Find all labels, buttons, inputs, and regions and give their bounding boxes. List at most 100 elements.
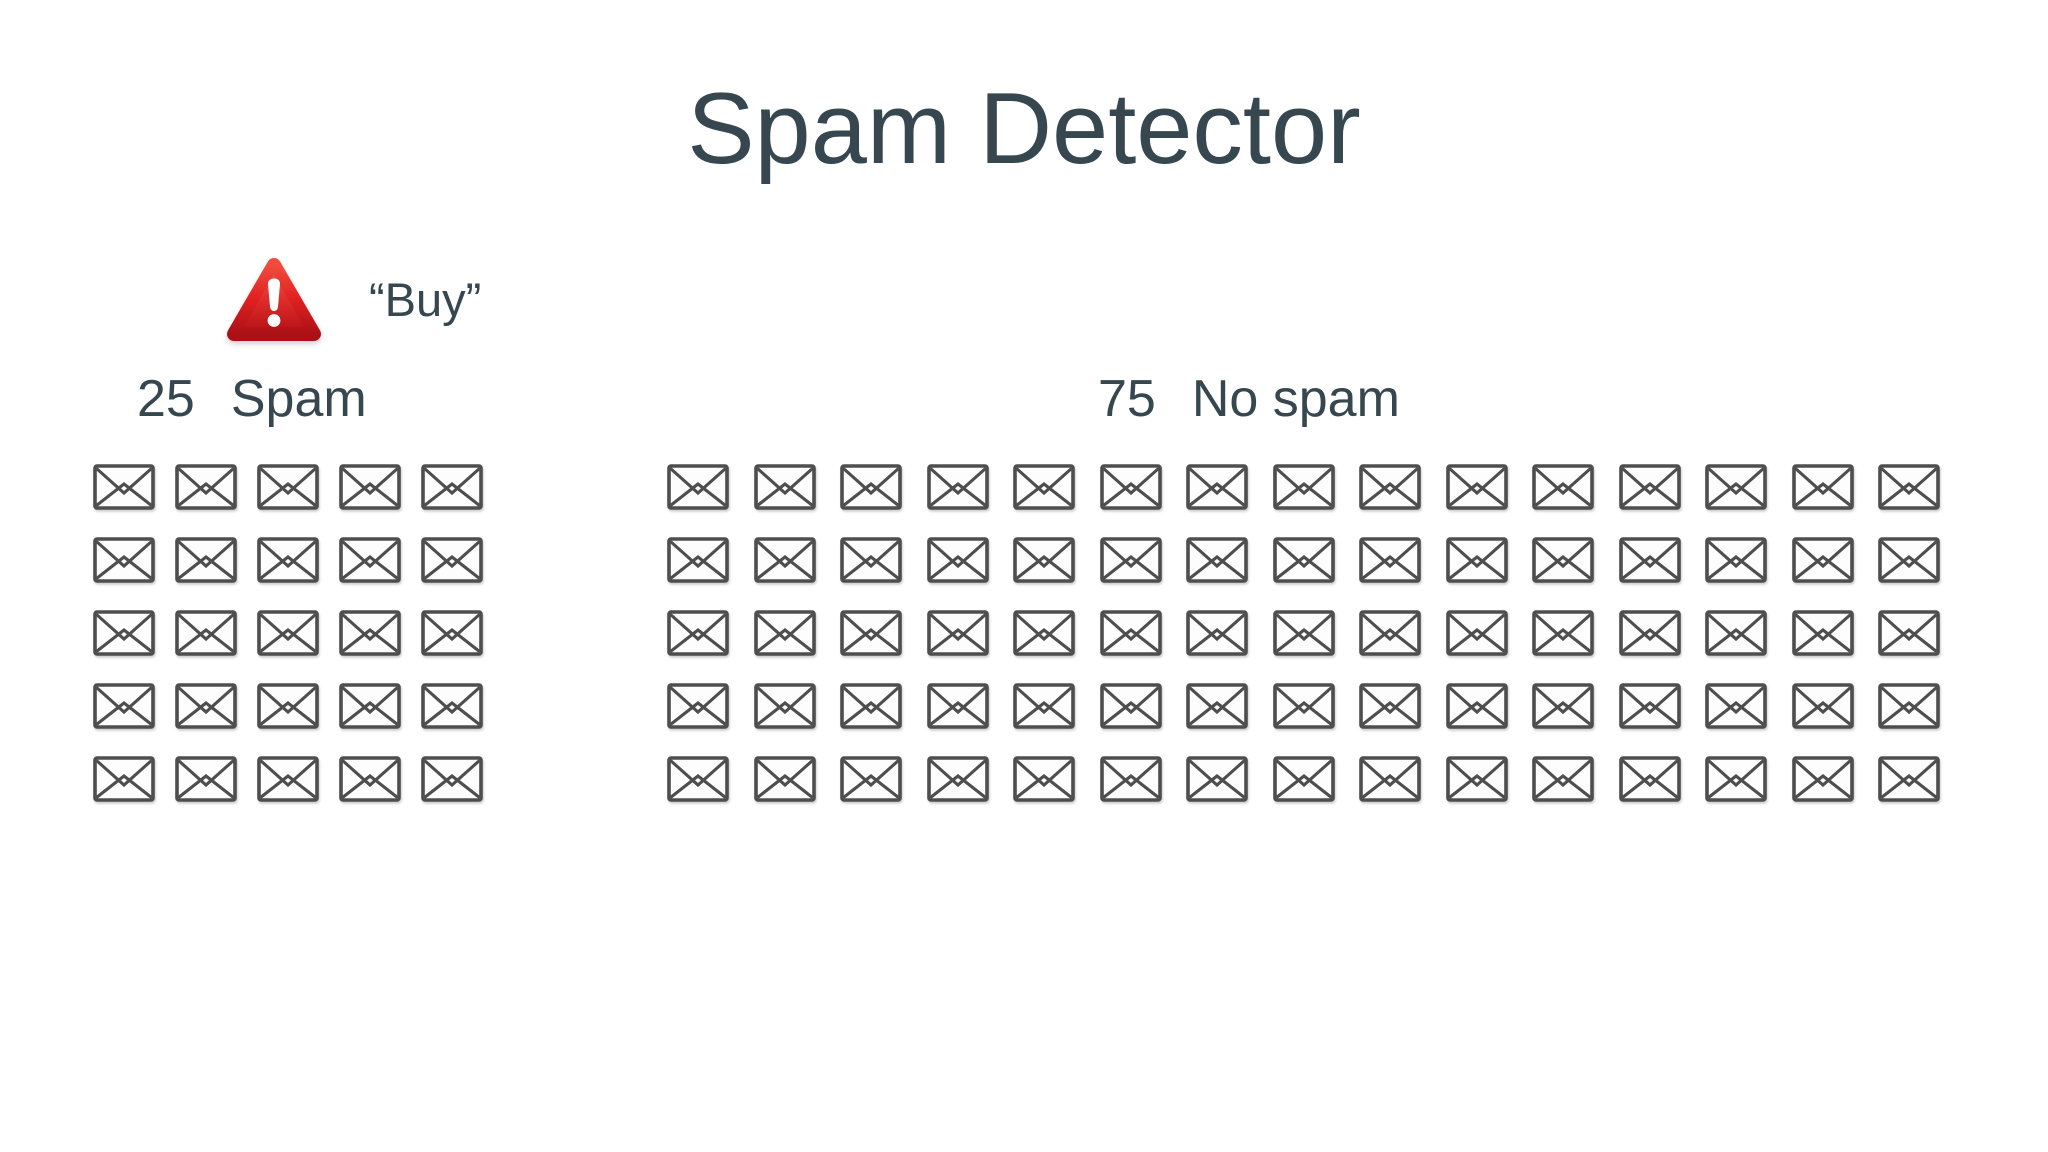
spam-count: 25 bbox=[137, 370, 195, 428]
envelope-icon bbox=[1445, 464, 1508, 510]
envelope-icon bbox=[93, 756, 155, 802]
spam-group-label: 25 Spam bbox=[137, 373, 367, 425]
envelope-icon bbox=[1272, 610, 1335, 656]
envelope-icon bbox=[1013, 683, 1075, 729]
envelope-icon bbox=[175, 756, 237, 802]
envelope-icon bbox=[1186, 683, 1248, 729]
envelope-icon bbox=[1705, 683, 1767, 729]
envelope-icon bbox=[1532, 756, 1594, 802]
envelope-icon bbox=[175, 610, 237, 656]
envelope-icon bbox=[926, 610, 989, 656]
envelope-icon bbox=[926, 683, 989, 729]
envelope-icon bbox=[926, 756, 989, 802]
envelope-icon bbox=[1618, 683, 1681, 729]
envelope-icon bbox=[1445, 756, 1508, 802]
envelope-icon bbox=[257, 756, 319, 802]
envelope-icon bbox=[1099, 537, 1162, 583]
envelope-icon bbox=[840, 683, 902, 729]
feature-word-label: “Buy” bbox=[369, 273, 482, 326]
envelope-icon bbox=[1445, 537, 1508, 583]
envelope-icon bbox=[753, 756, 816, 802]
no-spam-label: No spam bbox=[1191, 370, 1400, 428]
envelope-icon bbox=[339, 537, 401, 583]
page-title: Spam Detector bbox=[687, 73, 1361, 185]
envelope-icon bbox=[840, 537, 902, 583]
no-spam-group-label: 75 No spam bbox=[1098, 373, 1400, 425]
envelope-icon bbox=[1618, 610, 1681, 656]
envelope-icon bbox=[753, 610, 816, 656]
envelope-icon bbox=[1705, 537, 1767, 583]
envelope-icon bbox=[421, 464, 483, 510]
envelope-icon bbox=[1359, 537, 1421, 583]
envelope-icon bbox=[667, 610, 729, 656]
envelope-icon bbox=[1186, 610, 1248, 656]
envelope-icon bbox=[257, 610, 319, 656]
envelope-icon bbox=[1791, 537, 1854, 583]
envelope-icon bbox=[753, 464, 816, 510]
envelope-icon bbox=[421, 610, 483, 656]
envelope-icon bbox=[840, 610, 902, 656]
envelope-icon bbox=[1705, 610, 1767, 656]
envelope-icon bbox=[93, 537, 155, 583]
spam-envelope-grid bbox=[93, 464, 483, 802]
envelope-icon bbox=[667, 464, 729, 510]
envelope-icon bbox=[1618, 537, 1681, 583]
spam-feature-annotation: “Buy” bbox=[226, 254, 481, 346]
envelope-icon bbox=[1272, 756, 1335, 802]
envelope-icon bbox=[1013, 610, 1075, 656]
envelope-icon bbox=[1099, 464, 1162, 510]
envelope-icon bbox=[421, 537, 483, 583]
envelope-icon bbox=[926, 537, 989, 583]
warning-triangle-icon bbox=[227, 258, 321, 341]
envelope-icon bbox=[1705, 756, 1767, 802]
envelope-icon bbox=[1791, 756, 1854, 802]
envelope-icon bbox=[339, 756, 401, 802]
envelope-icon bbox=[339, 464, 401, 510]
envelope-icon bbox=[93, 683, 155, 729]
envelope-icon bbox=[1359, 756, 1421, 802]
envelope-icon bbox=[339, 610, 401, 656]
envelope-icon bbox=[1359, 610, 1421, 656]
envelope-icon bbox=[175, 537, 237, 583]
envelope-icon bbox=[1618, 464, 1681, 510]
envelope-icon bbox=[840, 756, 902, 802]
envelope-icon bbox=[1359, 464, 1421, 510]
spam-label: Spam bbox=[230, 370, 367, 428]
envelope-icon bbox=[1532, 537, 1594, 583]
no-spam-envelope-grid bbox=[667, 464, 1940, 802]
envelope-icon bbox=[257, 464, 319, 510]
envelope-icon bbox=[1272, 464, 1335, 510]
no-spam-count: 75 bbox=[1098, 370, 1156, 428]
envelope-icon bbox=[1013, 756, 1075, 802]
envelope-icon bbox=[753, 683, 816, 729]
envelope-icon bbox=[421, 683, 483, 729]
envelope-icon bbox=[1532, 464, 1594, 510]
envelope-icon bbox=[1013, 464, 1075, 510]
envelope-icon bbox=[1099, 683, 1162, 729]
envelope-icon bbox=[1186, 756, 1248, 802]
envelope-icon bbox=[1099, 610, 1162, 656]
envelope-icon bbox=[1878, 683, 1940, 729]
envelope-icon bbox=[339, 683, 401, 729]
envelope-icon bbox=[1878, 537, 1940, 583]
envelope-icon bbox=[1272, 683, 1335, 729]
envelope-icon bbox=[421, 756, 483, 802]
envelope-icon bbox=[1791, 610, 1854, 656]
envelope-icon bbox=[1791, 464, 1854, 510]
envelope-icon bbox=[667, 537, 729, 583]
envelope-icon bbox=[1791, 683, 1854, 729]
envelope-icon bbox=[93, 610, 155, 656]
envelope-icon bbox=[926, 464, 989, 510]
envelope-icon bbox=[667, 756, 729, 802]
envelope-icon bbox=[257, 537, 319, 583]
envelope-icon bbox=[1618, 756, 1681, 802]
envelope-icon bbox=[1878, 610, 1940, 656]
envelope-icon bbox=[1878, 756, 1940, 802]
envelope-icon bbox=[1445, 610, 1508, 656]
envelope-icon bbox=[1186, 464, 1248, 510]
envelope-icon bbox=[1878, 464, 1940, 510]
envelope-icon bbox=[667, 683, 729, 729]
envelope-icon bbox=[1445, 683, 1508, 729]
envelope-icon bbox=[93, 464, 155, 510]
